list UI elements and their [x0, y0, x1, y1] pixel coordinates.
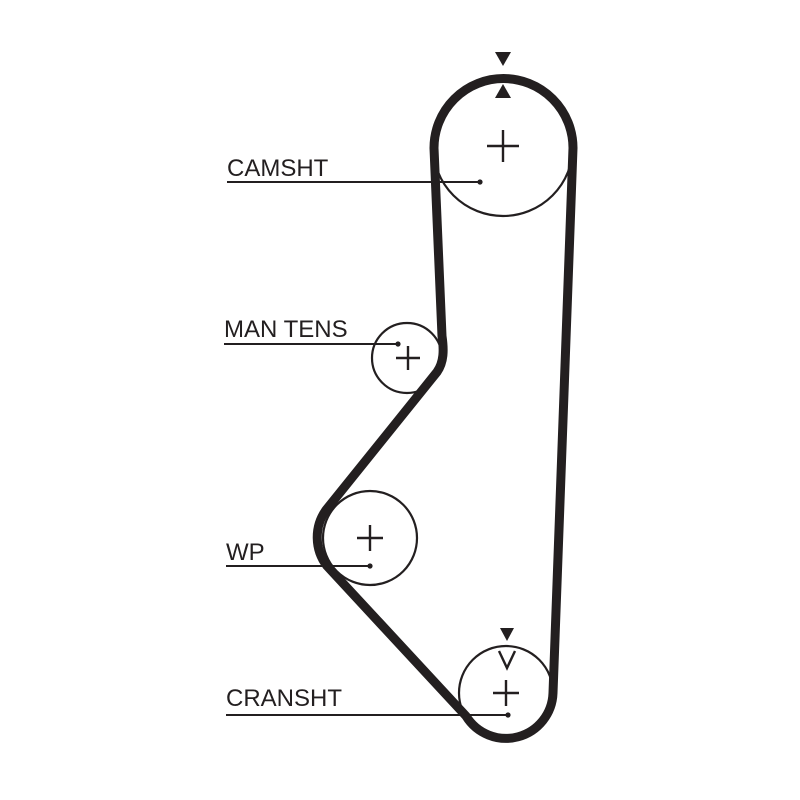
manual-tensioner-pulley — [370, 321, 444, 395]
camshaft-label: CAMSHT — [227, 155, 329, 182]
crankshaft-inner-mark-icon — [497, 650, 517, 671]
crankshaft-timing-mark — [497, 628, 517, 671]
manual-tensioner-leader-dot — [395, 341, 401, 347]
camshaft-outer-mark-icon — [495, 52, 511, 66]
crankshaft-outer-mark-icon — [500, 628, 514, 641]
crankshaft-label: CRANSHT — [226, 685, 342, 712]
manual-tensioner-callout: MAN TENS — [224, 316, 401, 347]
camshaft-timing-mark — [495, 52, 511, 98]
manual-tensioner-label: MAN TENS — [224, 316, 348, 343]
water-pump-leader-dot — [367, 563, 373, 569]
crankshaft-leader-dot — [505, 712, 511, 718]
water-pump-label: WP — [226, 539, 265, 566]
camshaft-leader-dot — [477, 179, 483, 185]
timing-belt — [312, 74, 578, 743]
water-pump-callout: WP — [226, 539, 373, 569]
crankshaft-callout: CRANSHT — [226, 685, 511, 718]
camshaft-inner-mark-icon — [495, 84, 511, 98]
camshaft-callout: CAMSHT — [227, 155, 483, 185]
water-pump-pulley — [321, 489, 419, 587]
